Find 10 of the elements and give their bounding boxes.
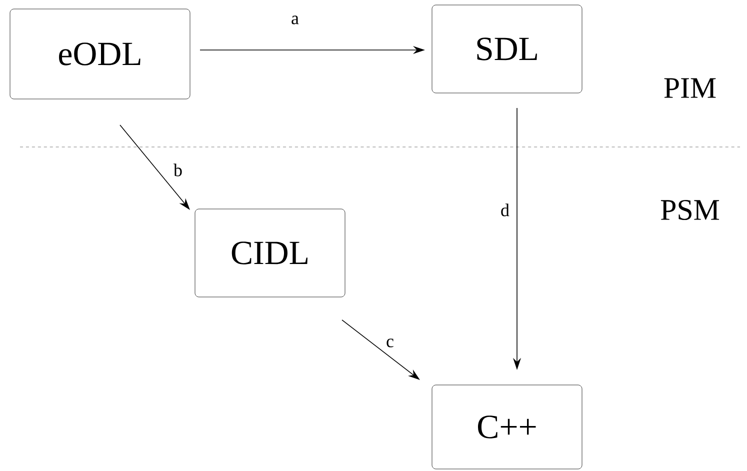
process-box: SDL bbox=[432, 4, 582, 94]
edge-label: c bbox=[386, 338, 394, 348]
process-box: eODL bbox=[10, 8, 190, 100]
process-box: CIDL bbox=[194, 208, 346, 298]
edge-label: a bbox=[292, 16, 299, 24]
edge-label: b bbox=[174, 164, 182, 176]
layer-label: PSM bbox=[660, 200, 720, 220]
edge-label: d bbox=[501, 204, 510, 216]
layer-label: PIM bbox=[664, 78, 716, 98]
process-box: C++ bbox=[432, 384, 582, 470]
